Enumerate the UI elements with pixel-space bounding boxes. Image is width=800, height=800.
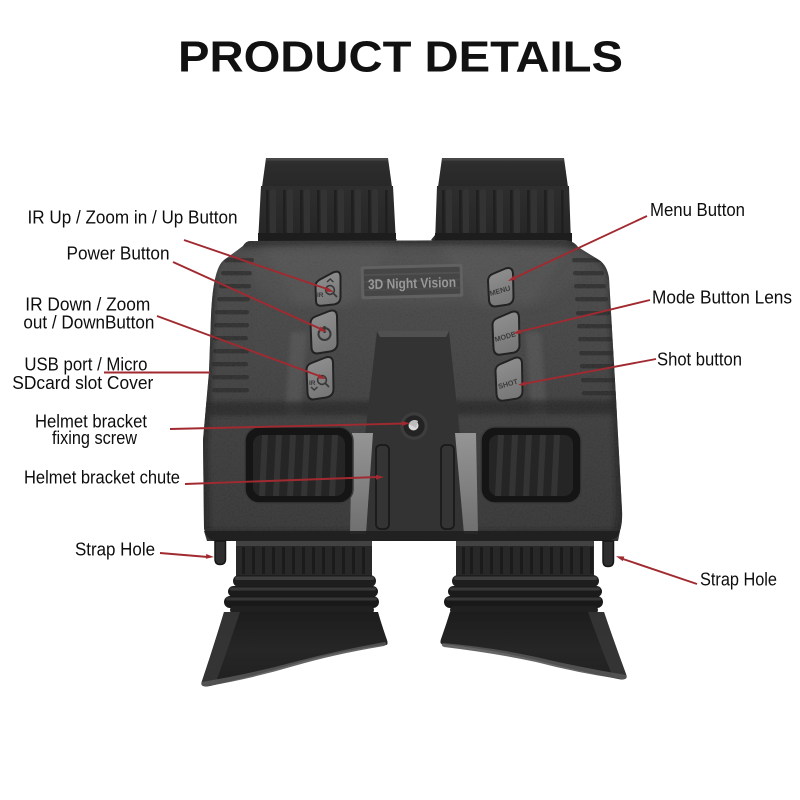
svg-text:3D Night Vision: 3D Night Vision <box>368 274 456 292</box>
svg-text:out / DownButton: out / DownButton <box>23 313 154 333</box>
svg-text:fixing screw: fixing screw <box>52 428 138 448</box>
svg-text:Strap Hole: Strap Hole <box>75 539 155 559</box>
svg-text:IR: IR <box>317 292 324 299</box>
svg-text:Helmet bracket: Helmet bracket <box>35 411 147 431</box>
svg-text:IR: IR <box>309 380 316 387</box>
svg-text:IR Up / Zoom in / Up Button: IR Up / Zoom in / Up Button <box>28 207 238 227</box>
svg-text:Strap Hole: Strap Hole <box>700 569 777 589</box>
svg-text:Mode Button Lens: Mode Button Lens <box>652 287 792 307</box>
svg-text:USB port / Micro: USB port / Micro <box>24 355 147 375</box>
svg-text:Menu Button: Menu Button <box>650 200 745 220</box>
svg-text:Helmet bracket chute: Helmet bracket chute <box>24 467 180 487</box>
svg-text:Shot button: Shot button <box>657 349 742 369</box>
svg-text:SDcard slot Cover: SDcard slot Cover <box>12 373 153 393</box>
svg-text:IR Down / Zoom: IR Down / Zoom <box>25 294 150 314</box>
svg-text:PRODUCT DETAILS: PRODUCT DETAILS <box>178 34 623 82</box>
svg-text:Power Button: Power Button <box>67 243 170 263</box>
